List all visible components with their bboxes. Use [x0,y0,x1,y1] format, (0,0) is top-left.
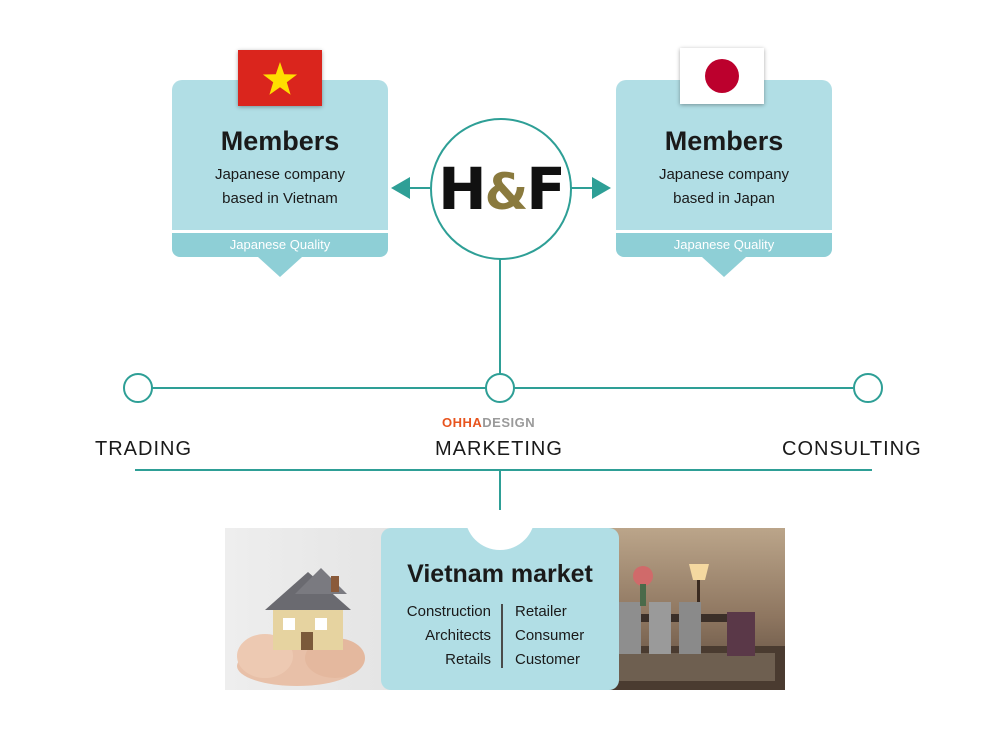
house-in-hands-photo [225,528,395,690]
arrow-to-japan-head [592,177,611,199]
brand-part2: DESIGN [482,415,536,430]
vietnam-market-box [381,528,619,690]
members-japan-box [616,80,832,230]
market-item-consumer: Consumer [515,627,585,644]
members-japan-line2: based in Japan [673,190,775,207]
ohha-design-brand: OHHADESIGN [442,415,535,430]
arrow-to-vietnam-head [391,177,410,199]
dining-room-photo [605,528,785,690]
timeline-node-trading [123,373,153,403]
market-item-retails: Retails [445,651,491,668]
timeline-node-marketing [485,373,515,403]
hf-logo-h: H [438,155,487,223]
stage-marketing: MARKETING [435,438,563,460]
members-vietnam-quality: Japanese Quality [172,233,388,257]
timeline-node-consulting [853,373,883,403]
hf-logo: H&F [432,160,570,221]
house-in-hands-icon [237,568,365,686]
market-item-retailer: Retailer [515,603,567,620]
vietnam-flag-icon [238,50,322,106]
vietnam-market-title: Vietnam market [407,560,593,588]
members-vietnam-panel: Japanese Quality Members Japanese compan… [172,80,388,277]
hf-hub-circle: H&F [430,118,572,260]
japan-flag-icon [680,48,764,104]
market-item-customer: Customer [515,651,581,668]
members-vietnam-pointer [258,257,302,277]
members-japan-title: Members [664,126,784,156]
stage-trading: TRADING [95,438,192,460]
brand-part1: OHHA [442,415,483,430]
members-japan-line1: Japanese company [658,166,790,183]
members-japan-panel: Japanese Quality Members Japanese compan… [616,80,832,277]
market-item-construction: Construction [406,603,491,620]
members-vietnam-line2: based in Vietnam [222,190,338,207]
stage-consulting: CONSULTING [782,438,922,460]
market-divider [501,604,503,668]
members-vietnam-line1: Japanese company [214,166,346,183]
members-vietnam-title: Members [220,126,340,156]
members-japan-pointer [702,257,746,277]
hf-logo-f: F [526,155,566,223]
dining-room-icon [605,564,785,690]
hf-logo-amp: & [484,163,529,221]
market-item-architects: Architects [425,627,491,644]
members-japan-quality: Japanese Quality [616,233,832,257]
